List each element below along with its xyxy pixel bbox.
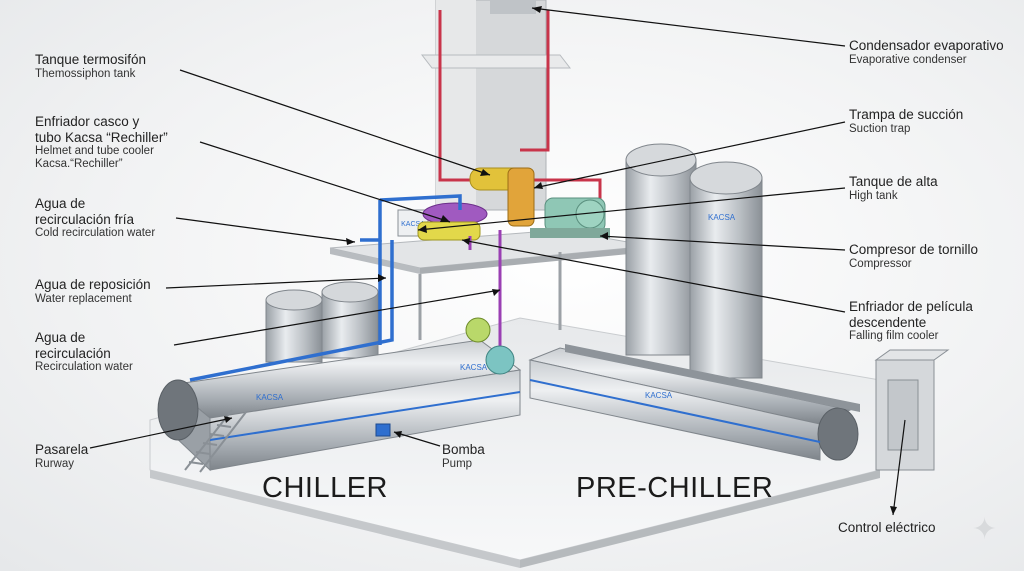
sparkle-icon: ✦	[972, 513, 998, 546]
label-cold-water-es2: recirculación fría	[35, 211, 135, 227]
label-thermosiphon: Tanque termosifón Themossiphon tank	[35, 52, 146, 81]
label-compressor-en: Compressor	[849, 257, 912, 270]
label-control: Control eléctrico	[838, 520, 936, 536]
label-water-replacement-es: Agua de reposición	[35, 277, 151, 292]
leader-high-tank	[417, 187, 846, 231]
label-thermosiphon-es: Tanque termosifón	[35, 52, 147, 67]
label-pump-en: Pump	[442, 457, 473, 470]
label-recirculation-es1: Agua de	[35, 330, 86, 345]
leader-condenser	[531, 7, 846, 47]
leader-recirculation	[173, 289, 501, 346]
brand-mark: KACSA	[401, 221, 425, 228]
label-cold-water-es1: Agua de	[35, 196, 86, 211]
label-condenser-en: Evaporative condenser	[849, 53, 967, 66]
label-falling-film-es2: descendente	[849, 314, 927, 330]
label-rechiller-es2: tubo Kacsa “Rechiller”	[35, 129, 168, 145]
water-pipes	[189, 194, 462, 382]
label-falling-film-en: Falling film cooler	[849, 330, 939, 343]
leader-replacement	[165, 277, 387, 289]
leader-walkway	[89, 417, 233, 449]
label-thermosiphon-en: Themossiphon tank	[35, 67, 136, 80]
label-compressor-es: Compresor de tornillo	[849, 242, 979, 257]
mezzanine	[329, 229, 651, 340]
leader-falling-film	[461, 239, 846, 313]
label-rechiller-en2: Kacsa.“Rechiller”	[35, 158, 123, 171]
label-rechiller-en1: Helmet and tube cooler	[35, 145, 154, 158]
brand-mark: KACSA	[256, 393, 284, 402]
label-pump-es: Bomba	[442, 442, 485, 457]
label-compressor: Compresor de tornillo Compressor	[849, 242, 978, 271]
leader-trap	[533, 121, 846, 189]
label-recirculation-en: Recirculation water	[35, 361, 133, 374]
leader-compressor	[599, 235, 846, 251]
label-rechiller-es1: Enfriador casco y	[35, 114, 140, 129]
label-high-tank: Tanque de alta High tank	[849, 174, 938, 203]
label-high-tank-es: Tanque de alta	[849, 174, 938, 189]
drive-motor	[465, 317, 515, 375]
label-walkway-es: Pasarela	[35, 442, 89, 457]
callout-arrowheads	[224, 6, 897, 515]
label-walkway: Pasarela Rurway	[35, 442, 88, 471]
prechiller-drum: KACSA	[528, 344, 860, 461]
pump	[375, 423, 391, 437]
label-rechiller: Enfriador casco y tubo Kacsa “Rechiller”…	[35, 114, 168, 171]
brand-mark: KACSA	[460, 363, 488, 372]
leader-control	[892, 419, 906, 516]
label-suction-trap-es: Trampa de succión	[849, 107, 964, 122]
brand-mark: KACSA	[708, 213, 736, 222]
suction-trap	[507, 167, 535, 227]
rechiller: KACSA	[397, 202, 488, 241]
label-pump: Bomba Pump	[442, 442, 485, 471]
leader-pump	[393, 431, 441, 447]
label-falling-film-es1: Enfriador de película	[849, 299, 973, 314]
label-walkway-en: Rurway	[35, 457, 74, 470]
rear-tanks	[265, 281, 379, 363]
high-tanks: KACSA	[625, 143, 763, 379]
label-water-replacement: Agua de reposición Water replacement	[35, 277, 151, 306]
label-water-replacement-en: Water replacement	[35, 292, 132, 305]
label-recirculation-es2: recirculación	[35, 345, 111, 361]
brand-mark: KACSA	[645, 391, 673, 400]
leader-cold-water	[175, 217, 356, 243]
callout-lines	[89, 7, 906, 516]
section-title-prechiller: PRE-CHILLER	[576, 472, 774, 504]
label-high-tank-en: High tank	[849, 189, 898, 202]
electric-cabinet	[874, 349, 950, 471]
chiller-drum: KACSA KACSA	[157, 339, 522, 472]
label-suction-trap: Trampa de succión Suction trap	[849, 107, 963, 136]
label-control-es: Control eléctrico	[838, 520, 936, 535]
label-cold-water-en: Cold recirculation water	[35, 227, 156, 240]
section-title-chiller: CHILLER	[262, 472, 388, 504]
label-condenser-es: Condensador evaporativo	[849, 38, 1004, 53]
label-cold-water: Agua de recirculación fría Cold recircul…	[35, 196, 155, 240]
label-recirculation: Agua de recirculación Recirculation wate…	[35, 330, 133, 374]
label-condenser: Condensador evaporativo Evaporative cond…	[849, 38, 1004, 67]
label-suction-trap-en: Suction trap	[849, 122, 911, 135]
label-falling-film: Enfriador de película descendente Fallin…	[849, 299, 973, 343]
leader-thermosiphon	[179, 69, 491, 176]
leader-rechiller	[199, 141, 451, 223]
